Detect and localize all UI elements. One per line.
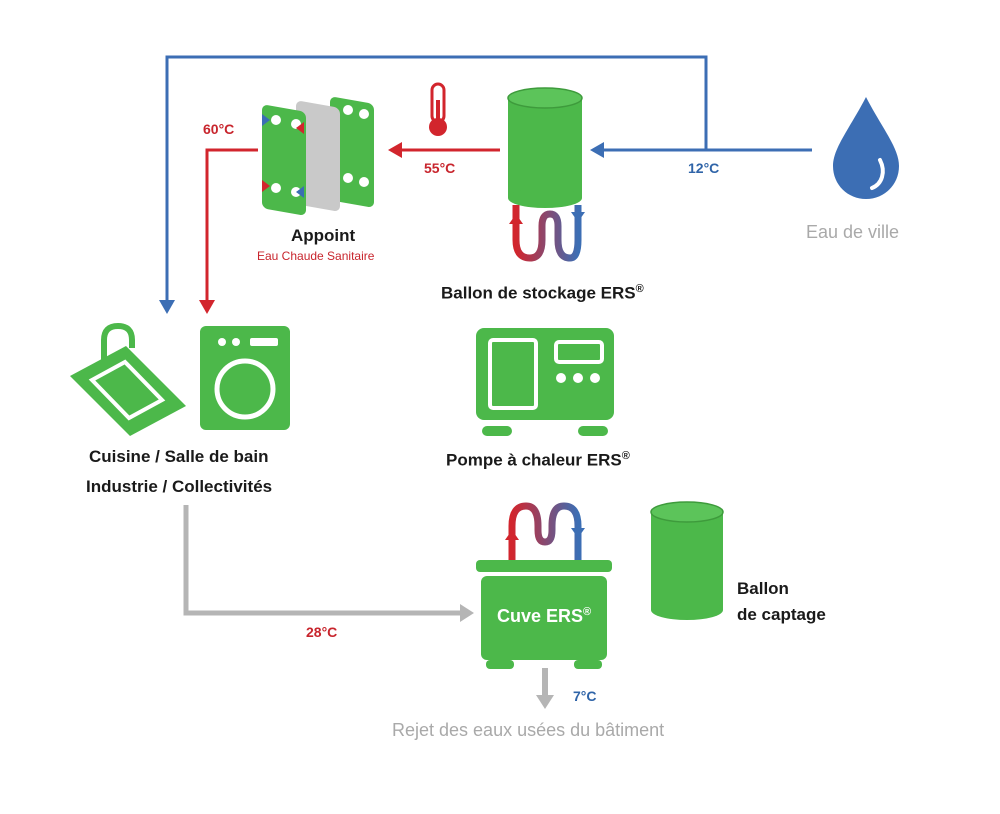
blue-arrow-down-sink — [159, 300, 175, 314]
ballon-stockage-text: Ballon de stockage ERS — [441, 283, 636, 303]
pompe-label: Pompe à chaleur ERS® — [446, 450, 630, 471]
cuve-text: Cuve ERS — [497, 606, 584, 626]
heat-pump-icon — [476, 328, 614, 436]
heat-exchanger-icon — [262, 97, 374, 215]
eau-de-ville-label: Eau de ville — [806, 222, 900, 242]
ballon-stockage-label: Ballon de stockage ERS® — [441, 283, 644, 304]
captage-tank-icon — [650, 501, 724, 620]
temp-28-label: 28°C — [306, 624, 338, 640]
usage-line-1: Cuisine / Salle de bain — [89, 447, 269, 466]
cold-water-bypass-line — [165, 55, 708, 302]
ballon-captage-line-2: de captage — [737, 605, 826, 624]
temp-55-label: 55°C — [424, 160, 456, 176]
hot-water-60-line — [205, 148, 258, 302]
storage-tank-icon — [507, 87, 585, 262]
grey-arrow-down — [536, 695, 554, 709]
temp-12-label: 12°C — [688, 160, 720, 176]
registered-mark: ® — [583, 606, 592, 618]
waste-water-line — [183, 505, 462, 616]
temp-7-label: 7°C — [573, 688, 597, 704]
appoint-subtitle: Eau Chaude Sanitaire — [257, 249, 375, 263]
grey-arrow-right — [460, 604, 474, 622]
registered-mark: ® — [621, 450, 630, 462]
pompe-text: Pompe à chaleur ERS — [446, 450, 622, 470]
water-drop-icon — [833, 97, 899, 199]
registered-mark: ® — [635, 283, 644, 295]
cuve-label: Cuve ERS® — [497, 606, 591, 627]
cuve-tank-icon — [476, 502, 612, 669]
ballon-captage-line-1: Ballon — [737, 579, 789, 598]
temp-60-label: 60°C — [203, 121, 235, 137]
sink-icon — [70, 322, 186, 436]
washing-machine-icon — [200, 326, 290, 430]
appoint-title: Appoint — [291, 226, 356, 245]
red-arrow-left — [388, 142, 402, 158]
blue-arrow-left — [590, 142, 604, 158]
usage-line-2: Industrie / Collectivités — [86, 477, 273, 496]
red-arrow-down-machine — [199, 300, 215, 314]
rejet-label: Rejet des eaux usées du bâtiment — [392, 720, 665, 740]
thermometer-icon — [429, 82, 447, 136]
